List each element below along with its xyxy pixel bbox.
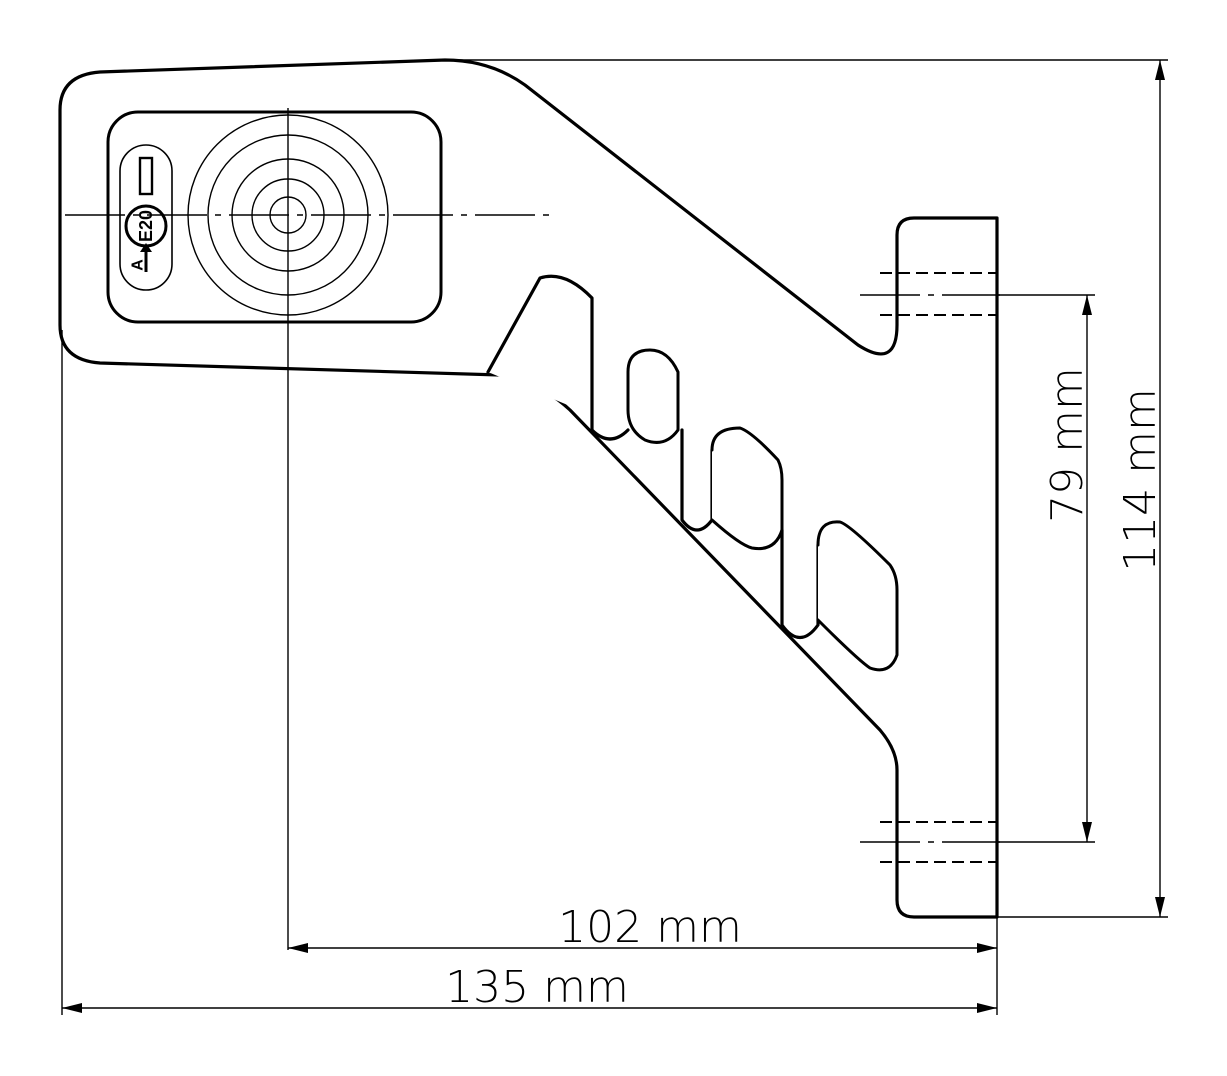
- approval-marking: E20 A: [119, 144, 173, 291]
- rib-slot-2: [710, 426, 784, 551]
- dimension-label-102: 102 mm: [558, 902, 742, 953]
- rib-slot-3: [816, 520, 899, 672]
- rib-1: [486, 274, 630, 441]
- dimension-label-114: 114 mm: [1115, 388, 1166, 572]
- lens-window: [106, 110, 443, 324]
- dimension-label-135: 135 mm: [445, 962, 629, 1013]
- class-letter-text: A: [130, 259, 147, 271]
- approval-mark-text: E20: [136, 210, 156, 242]
- rib-3: [780, 528, 820, 640]
- rib-slot-1: [626, 348, 680, 444]
- dimension-label-79: 79 mm: [1042, 367, 1093, 523]
